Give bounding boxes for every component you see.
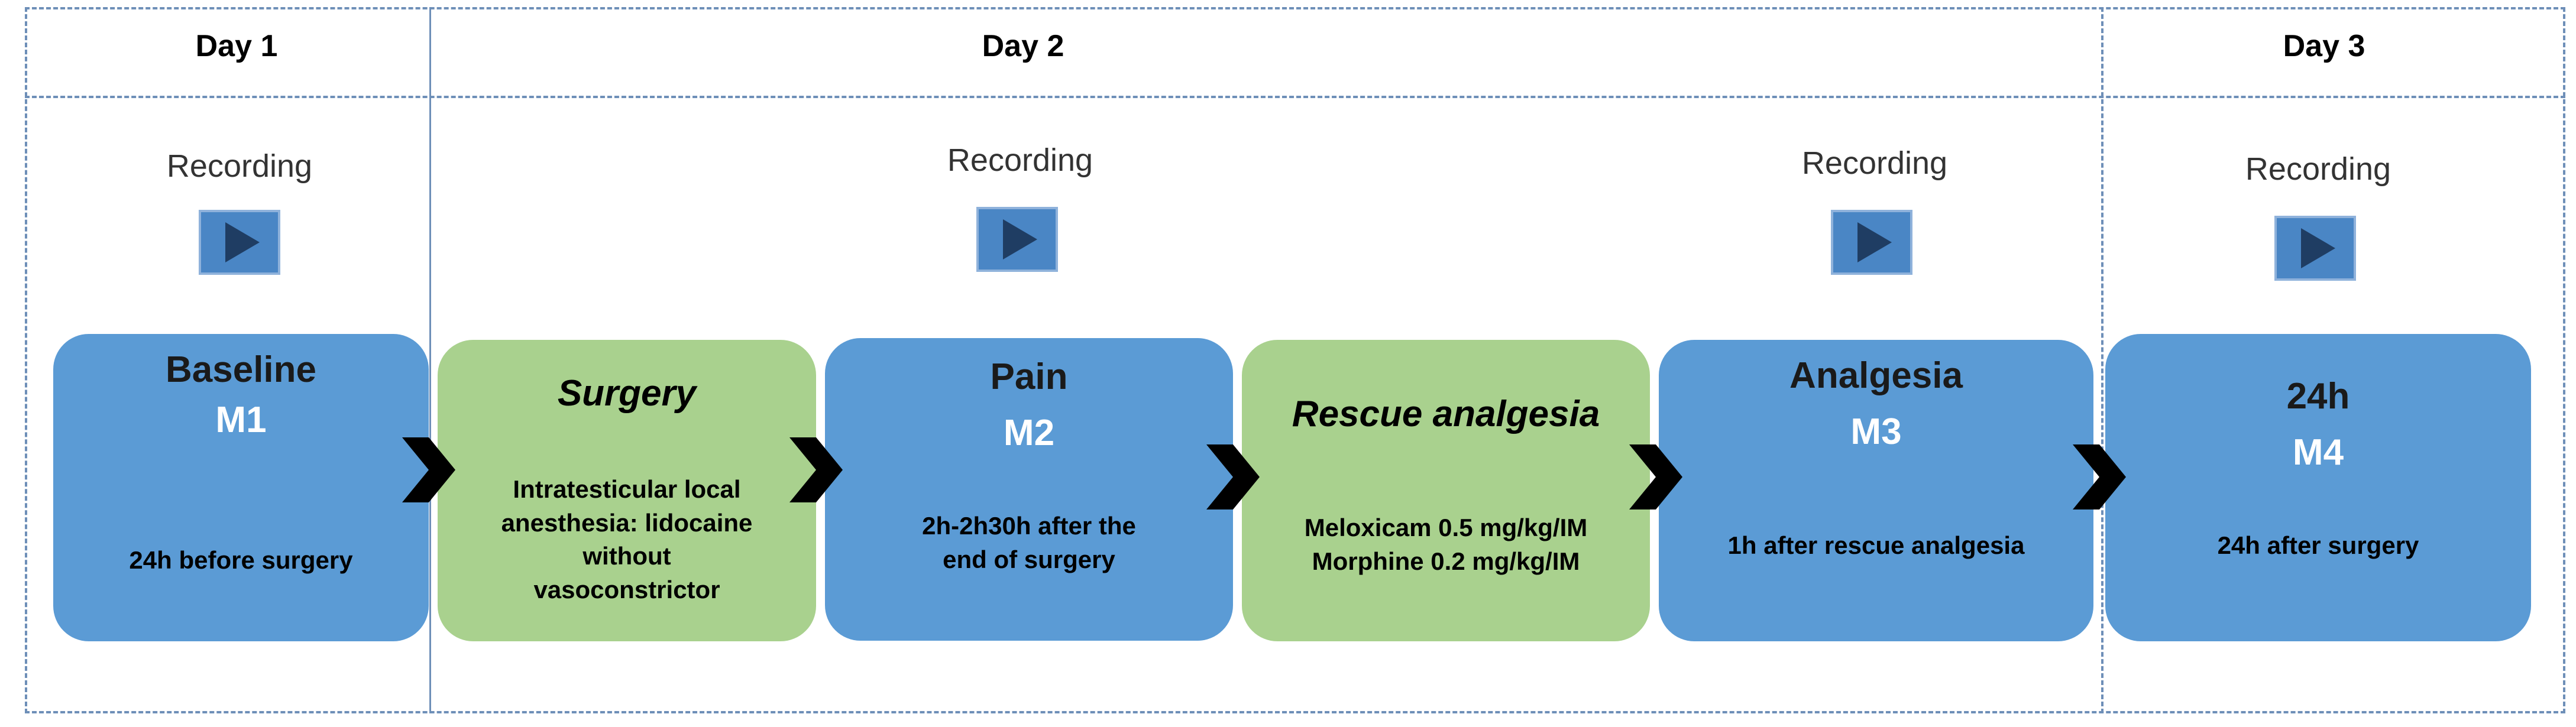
stage-title: Rescue analgesia xyxy=(1292,394,1600,434)
stage-pain: Pain M2 2h-2h30h after the end of surger… xyxy=(825,338,1233,641)
stage-24h: 24h M4 24h after surgery xyxy=(2105,334,2531,641)
chevron-right-icon xyxy=(1629,444,1682,509)
recording-label-m2: Recording xyxy=(947,142,1093,178)
stage-code: M2 xyxy=(1003,413,1055,453)
stage-description: 1h after rescue analgesia xyxy=(1727,531,2025,559)
chevron-right-icon xyxy=(1206,444,1260,509)
stage-description: 24h after surgery xyxy=(2217,531,2419,559)
stage-description: 24h before surgery xyxy=(129,546,353,574)
stage-description: Intratesticular local anesthesia: lidoca… xyxy=(501,475,753,604)
day2-day3-separator xyxy=(2101,7,2103,713)
stage-code: M1 xyxy=(215,400,267,440)
outer-frame xyxy=(25,7,2565,713)
play-icon[interactable] xyxy=(1831,210,1912,275)
chevron-right-icon xyxy=(789,437,843,502)
stage-description: 2h-2h30h after the end of surgery xyxy=(922,512,1136,573)
day1-day2-separator xyxy=(429,7,431,713)
chevron-right-icon xyxy=(402,437,455,502)
stage-rescue-analgesia: Rescue analgesia Meloxicam 0.5 mg/kg/IM … xyxy=(1242,340,1650,641)
recording-label-m1: Recording xyxy=(166,148,313,184)
play-icon[interactable] xyxy=(976,207,1058,272)
stage-code: M3 xyxy=(1850,411,1902,452)
play-icon[interactable] xyxy=(199,210,280,275)
stage-title: 24h xyxy=(2286,376,2350,417)
stage-baseline: Baseline M1 24h before surgery xyxy=(53,334,429,641)
stage-surgery: Surgery Intratesticular local anesthesia… xyxy=(438,340,816,641)
stage-title: Analgesia xyxy=(1789,355,1963,396)
stage-title: Pain xyxy=(990,356,1068,397)
stage-title: Surgery xyxy=(557,373,697,414)
day3-label: Day 3 xyxy=(2283,29,2365,63)
header-divider xyxy=(25,96,2565,98)
stage-analgesia: Analgesia M3 1h after rescue analgesia xyxy=(1659,340,2093,641)
stage-title: Baseline xyxy=(165,349,317,390)
play-icon[interactable] xyxy=(2274,216,2356,281)
day1-label: Day 1 xyxy=(195,29,278,63)
stage-description: Meloxicam 0.5 mg/kg/IM Morphine 0.2 mg/k… xyxy=(1304,514,1588,575)
recording-label-m4: Recording xyxy=(2245,151,2391,187)
day2-label: Day 2 xyxy=(982,29,1064,63)
stage-code: M4 xyxy=(2292,432,2344,473)
recording-label-m3: Recording xyxy=(1801,145,1948,181)
chevron-right-icon xyxy=(2073,444,2126,509)
